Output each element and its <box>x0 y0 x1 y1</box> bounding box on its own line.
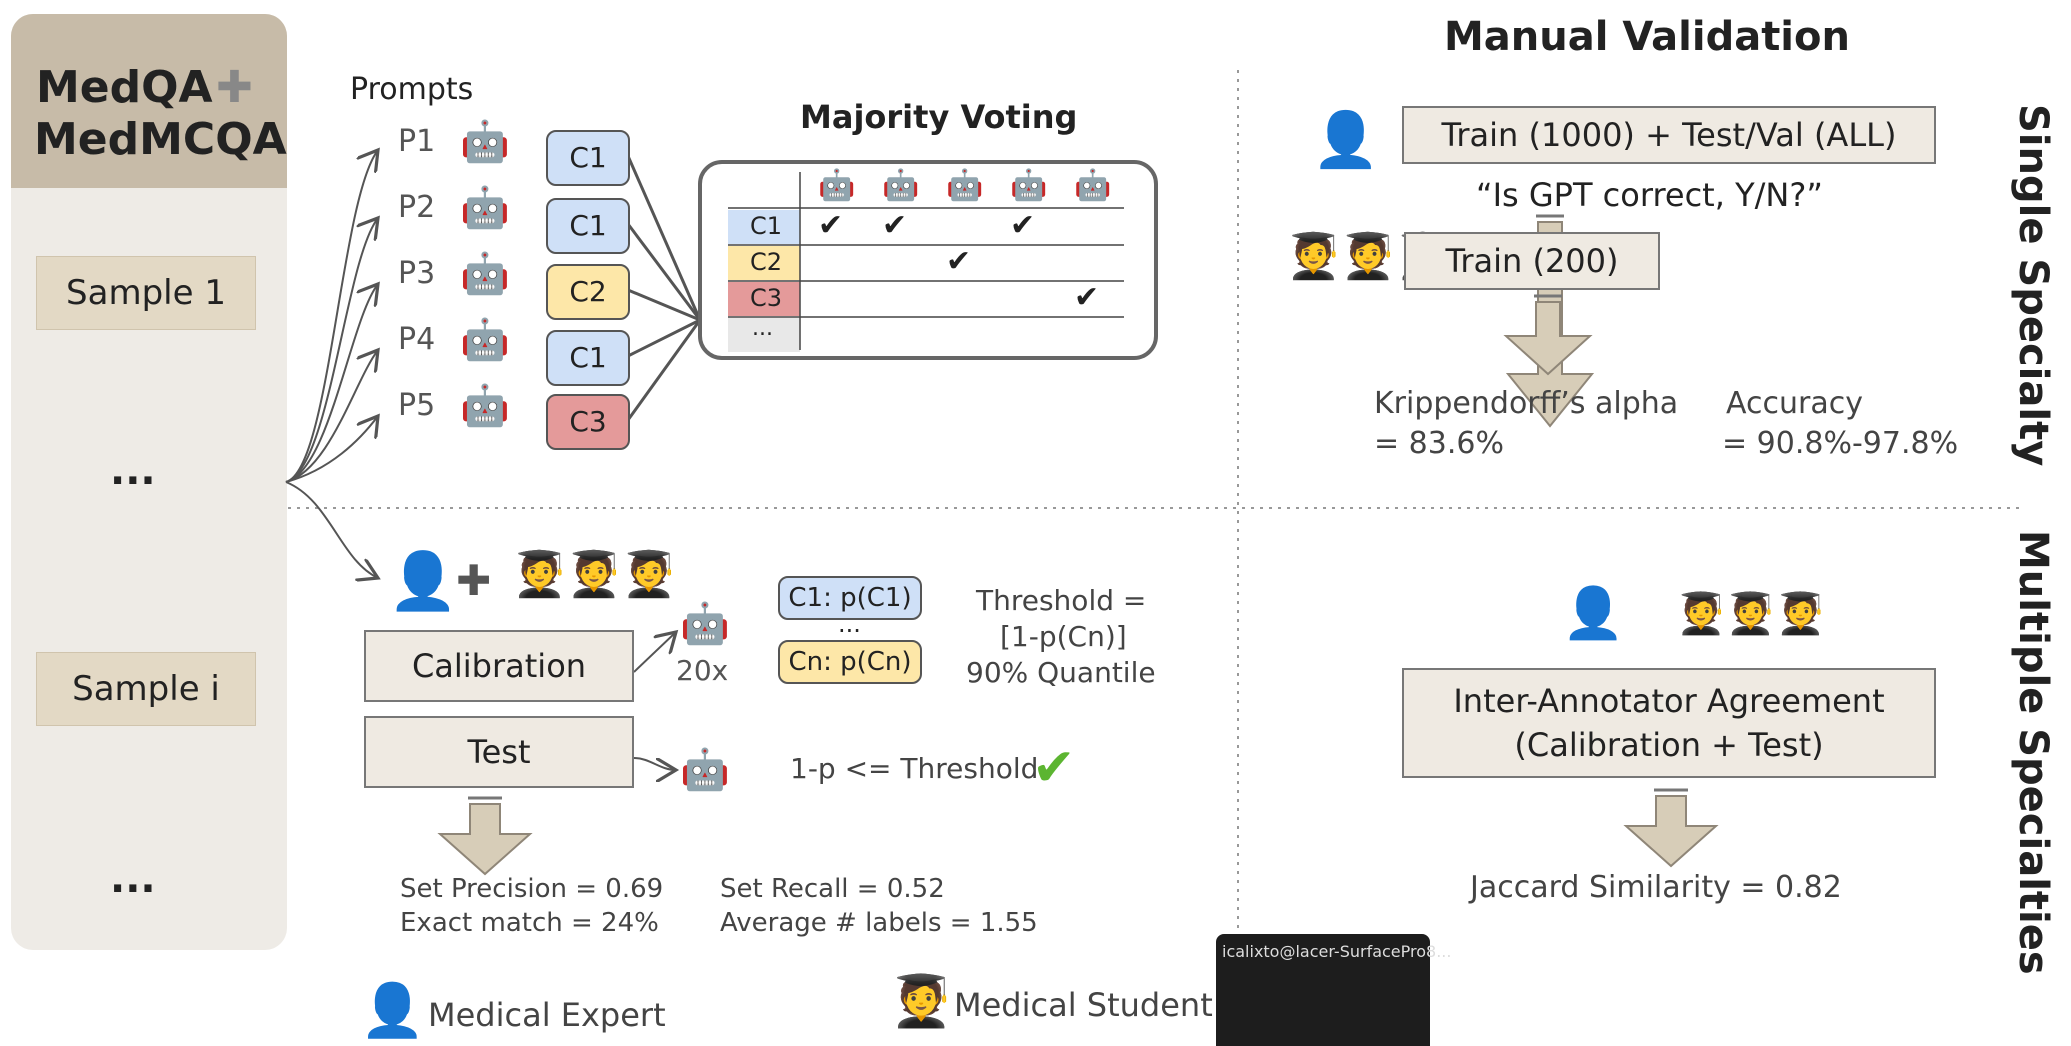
gpt-question: “Is GPT correct, Y/N?” <box>1476 176 1823 214</box>
checkmark-icon: ✔ <box>818 208 844 243</box>
robot-icon: 🤖 <box>1010 168 1048 203</box>
robot-icon: 🤖 <box>460 317 510 363</box>
sidebar-header <box>11 14 287 188</box>
robot-icon: 🤖 <box>460 383 510 429</box>
single-specialty-label: Single Specialty <box>2010 104 2056 467</box>
checkmark-icon: ✔ <box>1010 208 1036 243</box>
robot-icon: 🤖 <box>882 168 920 203</box>
exact-match: Exact match = 24% <box>400 908 659 938</box>
robot-icon: 🤖 <box>460 119 510 165</box>
test-box: Test <box>364 716 634 788</box>
terminal-window[interactable] <box>1216 934 1430 1046</box>
answer-chip-2: C1 <box>546 198 630 254</box>
prompts-header: Prompts <box>350 72 474 107</box>
sidebar-ellipsis-2: ... <box>110 856 156 902</box>
threshold-line1: Threshold = <box>976 584 1147 617</box>
robot-icon: 🤖 <box>460 185 510 231</box>
checkmark-icon: ✔ <box>946 244 972 279</box>
dataset-title-line2: MedMCQA <box>34 114 287 165</box>
threshold-rule: 1-p <= Threshold <box>790 752 1039 785</box>
vote-row-more: ... <box>752 316 773 341</box>
jaccard-similarity: Jaccard Similarity = 0.82 <box>1470 870 1842 905</box>
robot-icon: 🤖 <box>680 747 730 793</box>
dataset-title-line1: MedQA <box>36 62 213 113</box>
set-precision: Set Precision = 0.69 <box>400 874 664 904</box>
prob-chip-cn: Cn: p(Cn) <box>778 640 922 684</box>
sample-1: Sample 1 <box>36 256 256 330</box>
prompt-p3: P3 <box>398 256 436 291</box>
expert-icon: 👤 <box>388 549 458 614</box>
green-check-icon: ✔ <box>1032 738 1076 798</box>
average-labels: Average # labels = 1.55 <box>720 908 1038 938</box>
legend-student: Medical Student <box>954 986 1213 1024</box>
robot-icon: 🤖 <box>946 168 984 203</box>
vote-row-c1: C1 <box>750 212 783 240</box>
robot-icon: 🤖 <box>818 168 856 203</box>
student-icon: 🧑‍🎓 <box>890 972 953 1030</box>
majority-voting-title: Majority Voting <box>800 98 1078 136</box>
prob-ellipsis: ... <box>838 610 861 638</box>
set-recall: Set Recall = 0.52 <box>720 874 945 904</box>
prompt-p4: P4 <box>398 322 436 357</box>
plus-icon: ✚ <box>216 62 253 113</box>
accuracy-line1: Accuracy <box>1726 386 1863 421</box>
checkmark-icon: ✔ <box>882 208 908 243</box>
train-all-box: Train (1000) + Test/Val (ALL) <box>1402 106 1936 164</box>
prob-chip-c1: C1: p(C1) <box>778 576 922 620</box>
threshold-line2: [1-p(Cn)] <box>1000 620 1127 653</box>
plus-icon: ✚ <box>456 556 492 605</box>
robot-icon: 🤖 <box>1074 168 1112 203</box>
threshold-line3: 90% Quantile <box>966 656 1156 689</box>
robot-icon: 🤖 <box>460 251 510 297</box>
expert-icon: 👤 <box>1562 584 1625 642</box>
sidebar-ellipsis-1: ... <box>110 448 156 494</box>
iaa-line1: Inter-Annotator Agreement <box>1453 682 1885 720</box>
answer-chip-4: C1 <box>546 330 630 386</box>
expert-icon: 👤 <box>360 981 425 1041</box>
prompt-p1: P1 <box>398 124 436 159</box>
multiple-specialties-label: Multiple Specialties <box>2010 530 2056 975</box>
vote-row-c3: C3 <box>750 284 783 312</box>
expert-icon: 👤 <box>1312 108 1380 171</box>
kripp-line2: = 83.6% <box>1374 426 1504 461</box>
accuracy-line2: = 90.8%-97.8% <box>1722 426 1959 461</box>
iaa-line2: (Calibration + Test) <box>1514 726 1824 764</box>
prompt-p2: P2 <box>398 190 436 225</box>
kripp-line1: Krippendorff’s alpha <box>1374 386 1679 421</box>
prompt-p5: P5 <box>398 388 436 423</box>
students-icon: 🧑‍🎓🧑‍🎓🧑‍🎓 <box>512 549 677 600</box>
robot-icon: 🤖 <box>680 601 730 647</box>
answer-chip-3: C2 <box>546 264 630 320</box>
manual-validation-title: Manual Validation <box>1444 14 1850 60</box>
answer-chip-5: C3 <box>546 394 630 450</box>
terminal-title[interactable]: icalixto@lacer-SurfacePro8... <box>1222 942 1452 961</box>
legend-expert: Medical Expert <box>428 996 666 1034</box>
checkmark-icon: ✔ <box>1074 280 1100 315</box>
sample-i: Sample i <box>36 652 256 726</box>
train-200-box: Train (200) <box>1404 232 1660 290</box>
calibration-box: Calibration <box>364 630 634 702</box>
repeat-count: 20x <box>676 654 729 687</box>
students-icon: 🧑‍🎓🧑‍🎓🧑‍🎓 <box>1676 591 1826 637</box>
iaa-box: Inter-Annotator Agreement (Calibration +… <box>1402 668 1936 778</box>
vote-row-c2: C2 <box>750 248 783 276</box>
answer-chip-1: C1 <box>546 130 630 186</box>
